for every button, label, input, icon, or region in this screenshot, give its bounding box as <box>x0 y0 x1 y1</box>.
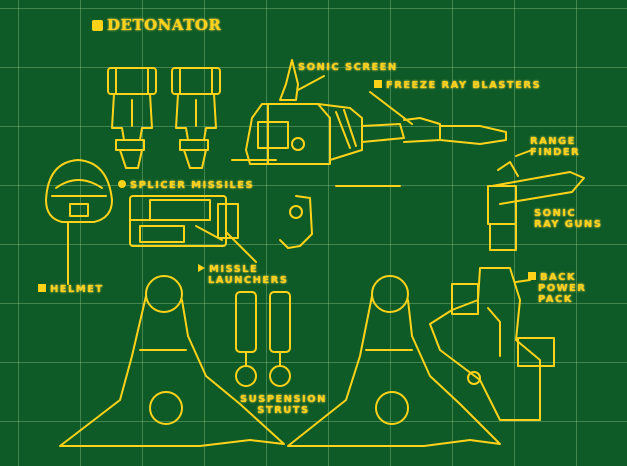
bullet-icon <box>528 272 536 280</box>
helmet-drawing <box>45 159 113 285</box>
gun-assembly <box>231 59 507 165</box>
leg-foot-right <box>287 275 501 447</box>
label-missle-launchers: MISSLE LAUNCHERS <box>198 264 288 286</box>
bullet-icon <box>38 284 46 292</box>
label-range-finder: RANGE FINDER <box>530 136 581 158</box>
back-power-pack-drawing <box>429 267 555 421</box>
leg-foot-left <box>59 275 285 447</box>
label-splicer-missiles: SPLICER MISSILES <box>118 180 254 191</box>
label-freeze-ray-blasters: FREEZE RAY BLASTERS <box>374 80 541 91</box>
sonic-ray-gun-drawing <box>487 149 585 251</box>
bullet-icon <box>374 80 382 88</box>
suspension-struts-drawing <box>235 291 291 387</box>
leg-strut-drawing <box>279 185 401 249</box>
page-title: DETONATOR <box>92 18 221 33</box>
label-sonic-screen: SONIC SCREEN <box>298 62 398 73</box>
splicer-missile-right <box>171 67 221 169</box>
label-back-power-pack: BACK POWER PACK <box>528 272 586 305</box>
label-sonic-ray-guns: SONIC RAY GUNS <box>534 208 603 230</box>
splicer-missile-left <box>107 67 157 169</box>
bullet-dot-icon <box>118 180 126 188</box>
label-suspension-struts: SUSPENSION STRUTS <box>240 394 327 416</box>
title-marker-icon <box>92 20 103 31</box>
missile-launcher-drawing <box>129 195 257 263</box>
label-helmet: HELMET <box>38 284 104 295</box>
triangle-marker-icon <box>198 264 205 272</box>
